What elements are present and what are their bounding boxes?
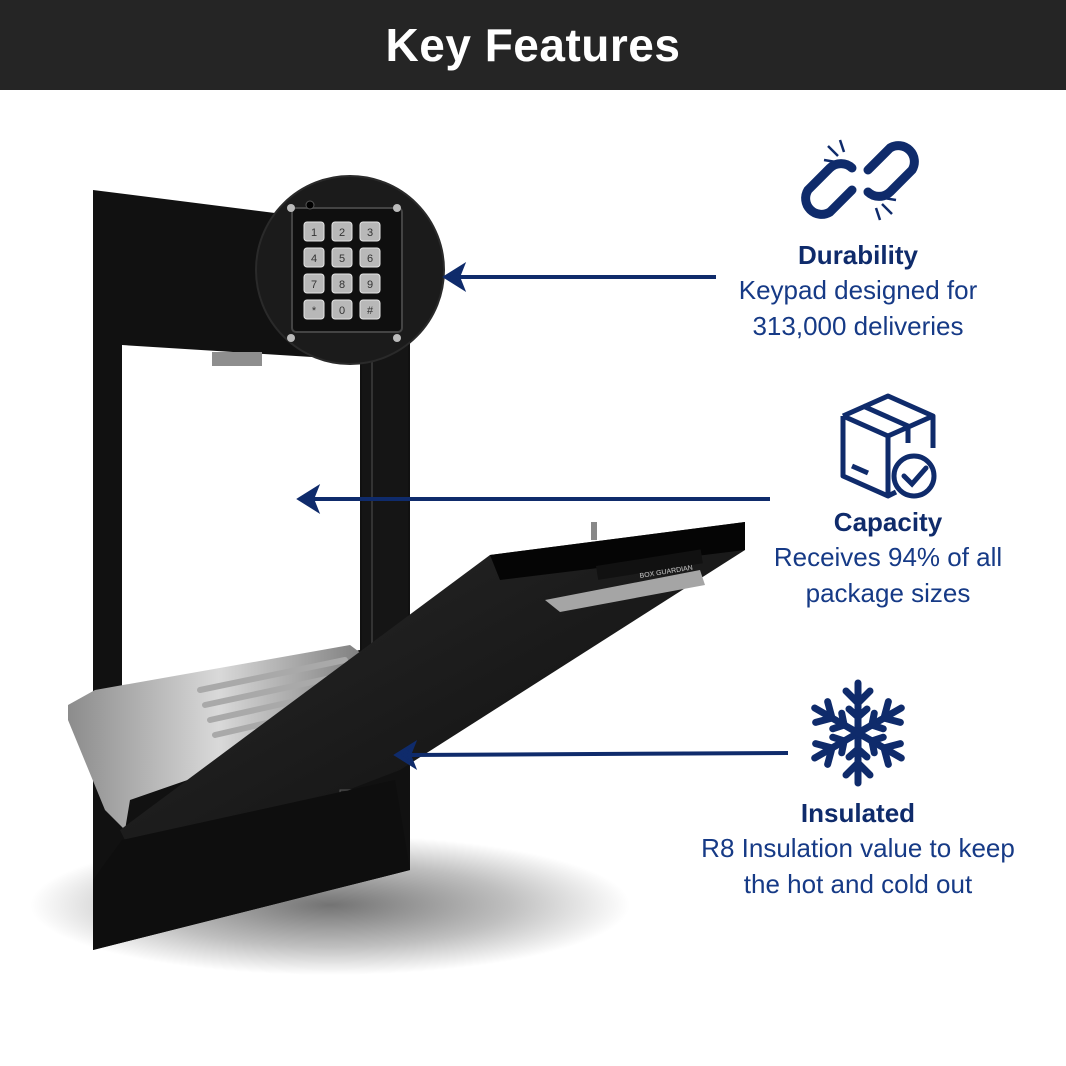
chain-link-icon	[801, 139, 919, 221]
door-lid	[120, 522, 745, 870]
keypad-key-label: #	[367, 305, 374, 317]
keypad-key	[303, 273, 325, 294]
keypad-key	[359, 273, 381, 294]
arrow-insulated	[409, 751, 789, 757]
keypad-key-label: 9	[367, 279, 373, 291]
keypad-key-label: 0	[339, 305, 345, 317]
keypad-key-label: 8	[339, 279, 345, 291]
feature-desc: Keypad designed for	[738, 275, 978, 305]
keypad-key	[359, 247, 381, 268]
keypad-key	[303, 299, 325, 320]
steel-chute	[68, 645, 370, 830]
keypad-key-label: 1	[311, 227, 317, 239]
package-check-icon	[840, 393, 937, 499]
keypad-key	[331, 273, 353, 294]
keypad-key-label: 5	[339, 253, 345, 265]
feature-desc: the hot and cold out	[743, 869, 973, 899]
feature-desc: R8 Insulation value to keep	[701, 833, 1015, 863]
keypad-key	[331, 221, 353, 242]
keypad-key-label: 7	[311, 279, 317, 291]
keypad-key	[303, 247, 325, 268]
keypad-key	[331, 247, 353, 268]
feature-desc: package sizes	[805, 578, 971, 608]
keypad-key	[359, 299, 381, 320]
keypad-key-label: 4	[311, 253, 317, 265]
frame-opening	[122, 345, 360, 690]
keypad-key	[359, 221, 381, 242]
feature-durability: Durability Keypad designed for 313,000 d…	[698, 238, 1018, 344]
keypad-key	[303, 221, 325, 242]
keypad-key-label: 2	[339, 227, 345, 239]
keypad-key	[331, 299, 353, 320]
feature-title: Capacity	[833, 507, 943, 537]
snowflake-icon	[811, 679, 905, 787]
latch	[212, 352, 262, 366]
keypad-keys: 1 2 3 4 5 6 7 8 9 * 0 #	[303, 221, 381, 320]
keypad-key-label: 6	[367, 253, 373, 265]
header-bar: Key Features	[0, 0, 1066, 90]
feature-title: Insulated	[800, 798, 916, 828]
feature-capacity: Capacity Receives 94% of all package siz…	[728, 505, 1048, 611]
keypad-key-label: 3	[367, 227, 373, 239]
feature-desc: 313,000 deliveries	[752, 311, 964, 341]
page-title: Key Features	[385, 19, 681, 71]
door-handle	[545, 570, 705, 612]
feature-title: Durability	[798, 240, 918, 270]
feature-insulated: Insulated R8 Insulation value to keep th…	[678, 796, 1038, 902]
keypad-key-label: *	[312, 305, 317, 317]
feature-desc: Receives 94% of all	[773, 542, 1003, 572]
